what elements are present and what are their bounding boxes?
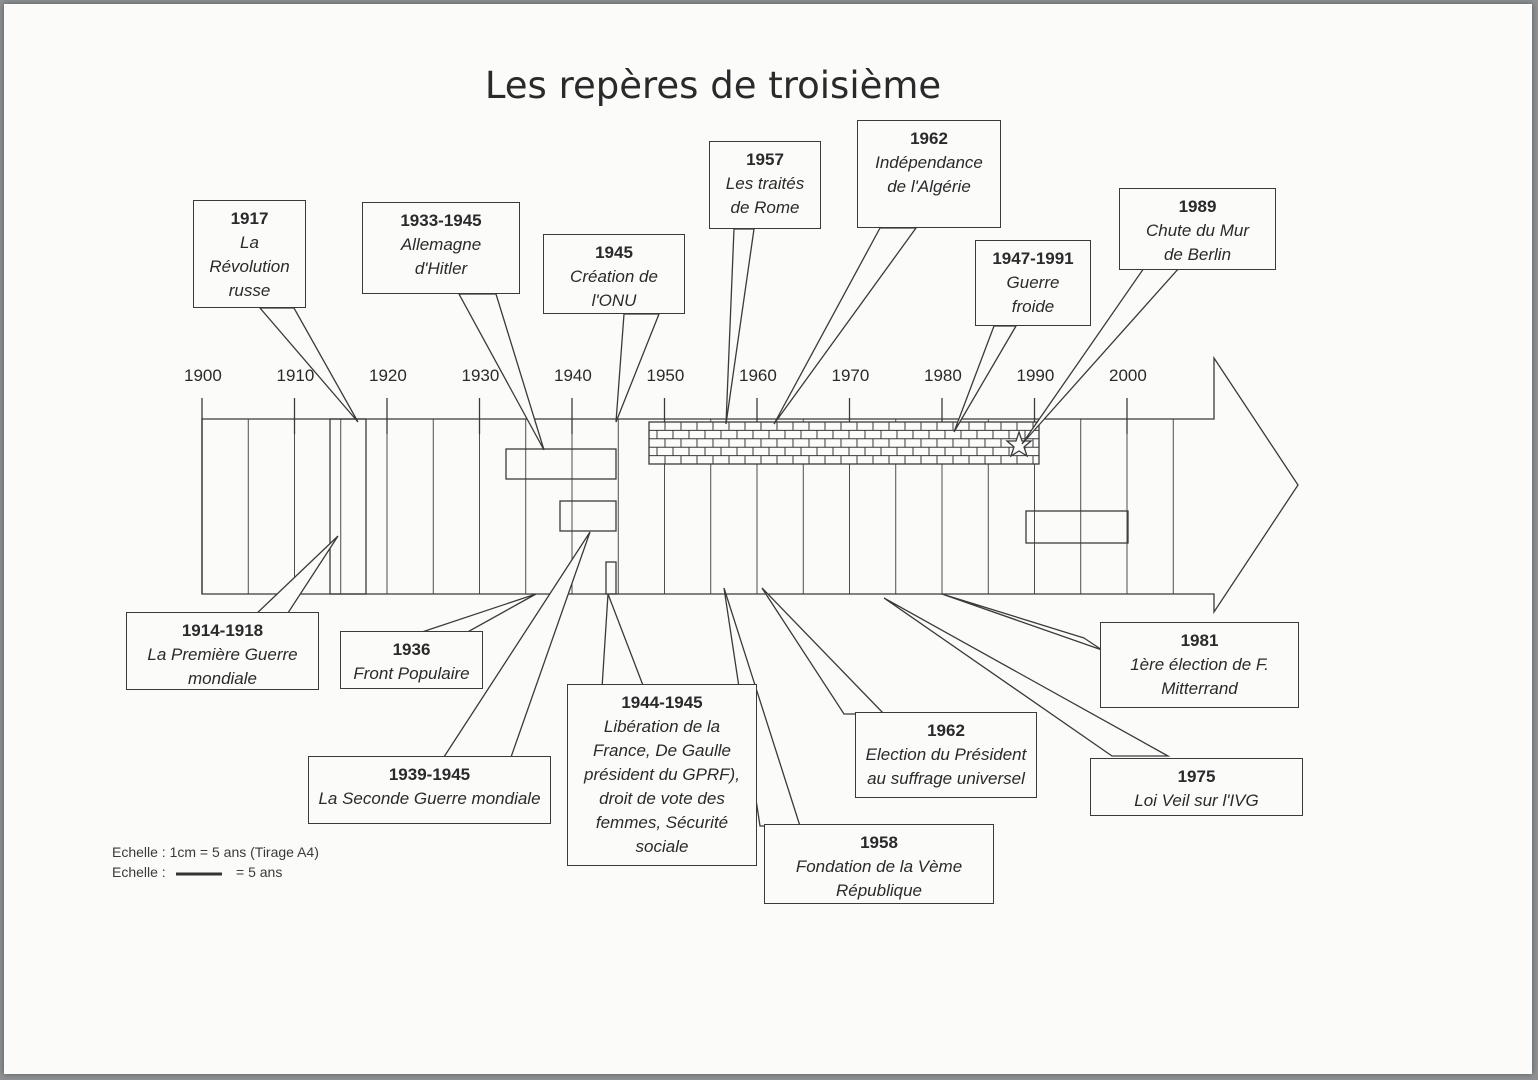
event-label: Election du Président xyxy=(865,745,1027,764)
event-year: 1936 xyxy=(392,640,431,659)
event-year: 1957 xyxy=(746,150,784,169)
event-year: 1962 xyxy=(927,721,965,740)
pointer-1933 xyxy=(457,293,545,451)
scale-prefix: Echelle : xyxy=(112,864,166,880)
event-1914-1918: 1914-1918 La Première Guerre mondiale xyxy=(126,612,319,690)
event-year: 1981 xyxy=(1180,631,1219,650)
year-label: 1940 xyxy=(554,366,592,385)
event-1957: 1957 Les traités de Rome xyxy=(709,141,821,229)
event-label: Indépendance xyxy=(875,153,983,172)
event-label: froide xyxy=(1011,297,1055,316)
event-1975: 1975 Loi Veil sur l'IVG xyxy=(1090,758,1303,816)
pointer-1944 xyxy=(601,593,645,689)
event-label: sociale xyxy=(635,837,689,856)
year-label: 2000 xyxy=(1109,366,1147,385)
event-label: Les traités xyxy=(725,174,805,193)
event-label: mondiale xyxy=(188,669,257,688)
event-1936: 1936 Front Populaire xyxy=(340,631,483,689)
event-label: femmes, Sécurité xyxy=(595,813,729,832)
event-label: Libération de la xyxy=(603,717,721,736)
pointer-1947-guerre-froide xyxy=(953,325,1018,433)
event-label: La Seconde Guerre mondiale xyxy=(318,789,541,808)
year-label: 1980 xyxy=(924,366,962,385)
event-year: 1947-1991 xyxy=(992,249,1074,268)
period-cold-war xyxy=(648,421,1040,465)
event-label: l'ONU xyxy=(591,291,637,310)
event-1939-1945: 1939-1945 La Seconde Guerre mondiale xyxy=(308,756,551,824)
event-label: France, De Gaulle xyxy=(593,741,731,760)
event-1962-suffrage: 1962 Election du Président au suffrage u… xyxy=(855,712,1037,798)
timeline-sheet: Les repères de troisième xyxy=(4,4,1532,1074)
event-label: de Berlin xyxy=(1163,245,1232,264)
event-label: La Première Guerre xyxy=(147,645,298,664)
event-year: 1917 xyxy=(230,209,269,228)
event-year: 1958 xyxy=(860,833,898,852)
event-label: Chute du Mur xyxy=(1146,221,1249,240)
event-1962-algerie: 1962 Indépendance de l'Algérie xyxy=(857,120,1001,228)
event-label: Révolution xyxy=(209,257,290,276)
event-label: Fondation de la Vème xyxy=(795,857,963,876)
event-label: de l'Algérie xyxy=(887,177,971,196)
event-label: Front Populaire xyxy=(353,664,470,683)
year-label: 1970 xyxy=(831,366,870,385)
event-year: 1944-1945 xyxy=(621,693,703,712)
event-year: 1945 xyxy=(595,243,633,262)
event-1981: 1981 1ère élection de F. Mitterrand xyxy=(1100,622,1299,708)
event-label: Allemagne xyxy=(400,235,482,254)
event-year: 1989 xyxy=(1178,197,1217,216)
event-label: d'Hitler xyxy=(414,259,468,278)
event-1947-1991: 1947-1991 Guerre froide xyxy=(975,240,1091,326)
year-label: 1900 xyxy=(184,366,222,385)
year-label: 1910 xyxy=(276,366,315,385)
scale-note: Echelle : 1cm = 5 ans (Tirage A4) xyxy=(112,844,319,860)
period-ww2 xyxy=(559,500,617,532)
event-label: au suffrage universel xyxy=(867,769,1025,788)
timeline-graphic xyxy=(176,227,1299,876)
event-label: Mitterrand xyxy=(1161,679,1238,698)
page-title: Les repères de troisième xyxy=(484,64,942,107)
year-label: 1920 xyxy=(369,366,407,385)
event-label: République xyxy=(835,881,922,900)
period-nazi-germany xyxy=(505,448,617,480)
pointer-1962-suffrage xyxy=(761,587,886,715)
period-mitterrand xyxy=(1025,510,1129,544)
event-year: 1962 xyxy=(910,129,948,148)
pointer-1936 xyxy=(415,593,537,635)
year-label: 1930 xyxy=(461,366,500,385)
year-label: 1990 xyxy=(1016,366,1055,385)
pointer-1917 xyxy=(258,307,359,423)
pointer-1957 xyxy=(725,228,755,425)
event-label: russe xyxy=(228,281,271,300)
event-1933-1945: 1933-1945 Allemagne d'Hitler xyxy=(362,202,520,294)
event-year: 1975 xyxy=(1177,767,1216,786)
year-label: 1950 xyxy=(646,366,685,385)
event-label: Loi Veil sur l'IVG xyxy=(1134,791,1259,810)
pointer-1975 xyxy=(883,597,1171,757)
period-liberation xyxy=(605,561,617,595)
scale-suffix: = 5 ans xyxy=(236,864,283,880)
event-label: La xyxy=(240,233,259,252)
event-label: droit de vote des xyxy=(599,789,725,808)
event-label: Guerre xyxy=(1006,273,1060,292)
period-ww1 xyxy=(329,418,367,595)
pointer-1981 xyxy=(941,593,1103,651)
event-label: 1ère élection de F. xyxy=(1130,655,1269,674)
event-1989: 1989 Chute du Mur de Berlin xyxy=(1119,188,1276,270)
berlin-wall-star xyxy=(1005,429,1033,458)
timeline-arrow xyxy=(201,355,1299,615)
pointer-1962-algerie xyxy=(773,227,918,425)
event-label: président du GPRF), xyxy=(584,765,740,784)
event-year: 1933-1945 xyxy=(400,211,482,230)
event-1917: 1917 La Révolution russe xyxy=(193,200,306,308)
event-year: 1939-1945 xyxy=(388,765,471,784)
event-1958: 1958 Fondation de la Vème République xyxy=(764,824,994,904)
event-year: 1914-1918 xyxy=(181,621,264,640)
pointer-1945-onu xyxy=(615,313,660,423)
year-label: 1960 xyxy=(739,366,777,385)
event-1945: 1945 Création de l'ONU xyxy=(543,234,685,314)
pointer-1914 xyxy=(252,535,339,617)
event-1944-1945: 1944-1945 Libération de la France, De Ga… xyxy=(567,684,757,866)
event-label: Création de xyxy=(570,267,658,286)
event-label: de Rome xyxy=(730,198,800,217)
